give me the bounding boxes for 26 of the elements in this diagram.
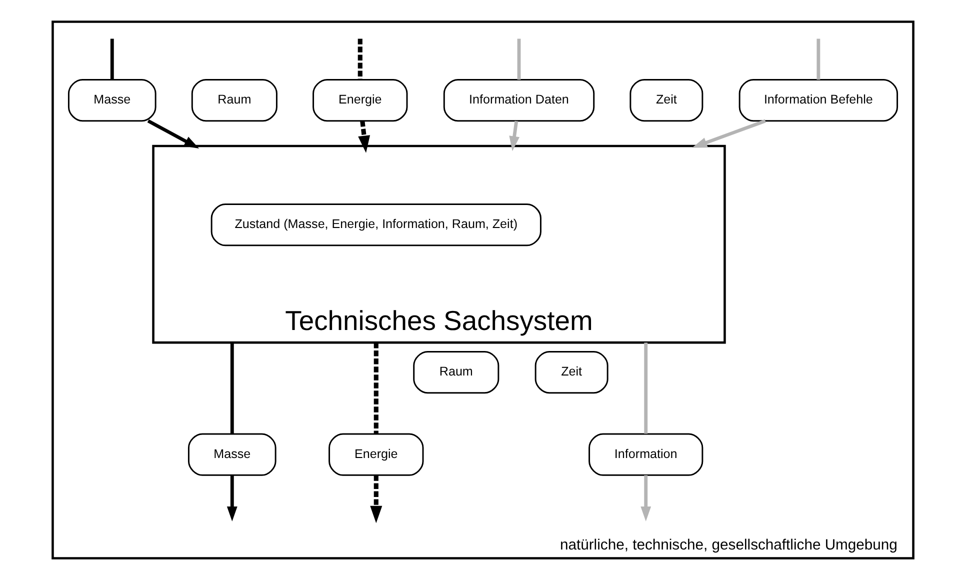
node-box: Masse <box>67 78 156 122</box>
node-box: Zeit <box>629 78 703 122</box>
arrow <box>370 475 382 524</box>
arrow <box>358 120 370 153</box>
node-box: Raum <box>190 78 277 122</box>
connector <box>373 342 378 434</box>
connector <box>110 38 114 80</box>
node-box: Zustand (Masse, Energie, Information, Raum, Zeit) <box>210 204 541 246</box>
node-box: Raum <box>412 350 499 394</box>
node-box: Masse <box>187 433 276 476</box>
node-box: Zeit <box>534 350 608 394</box>
node-box: Information <box>588 433 703 476</box>
node-box: Information Daten <box>442 78 594 122</box>
node-box: Energie <box>312 78 408 122</box>
connector <box>644 342 648 434</box>
arrow <box>146 119 199 148</box>
arrow <box>640 475 651 522</box>
node-box: Energie <box>328 433 424 476</box>
arrow <box>692 119 766 148</box>
arrow <box>508 120 519 152</box>
connector <box>230 342 234 434</box>
connector <box>516 38 520 80</box>
arrow <box>226 475 237 522</box>
connector <box>816 38 820 80</box>
node-box: Information Befehle <box>738 78 898 122</box>
connector <box>357 38 362 80</box>
